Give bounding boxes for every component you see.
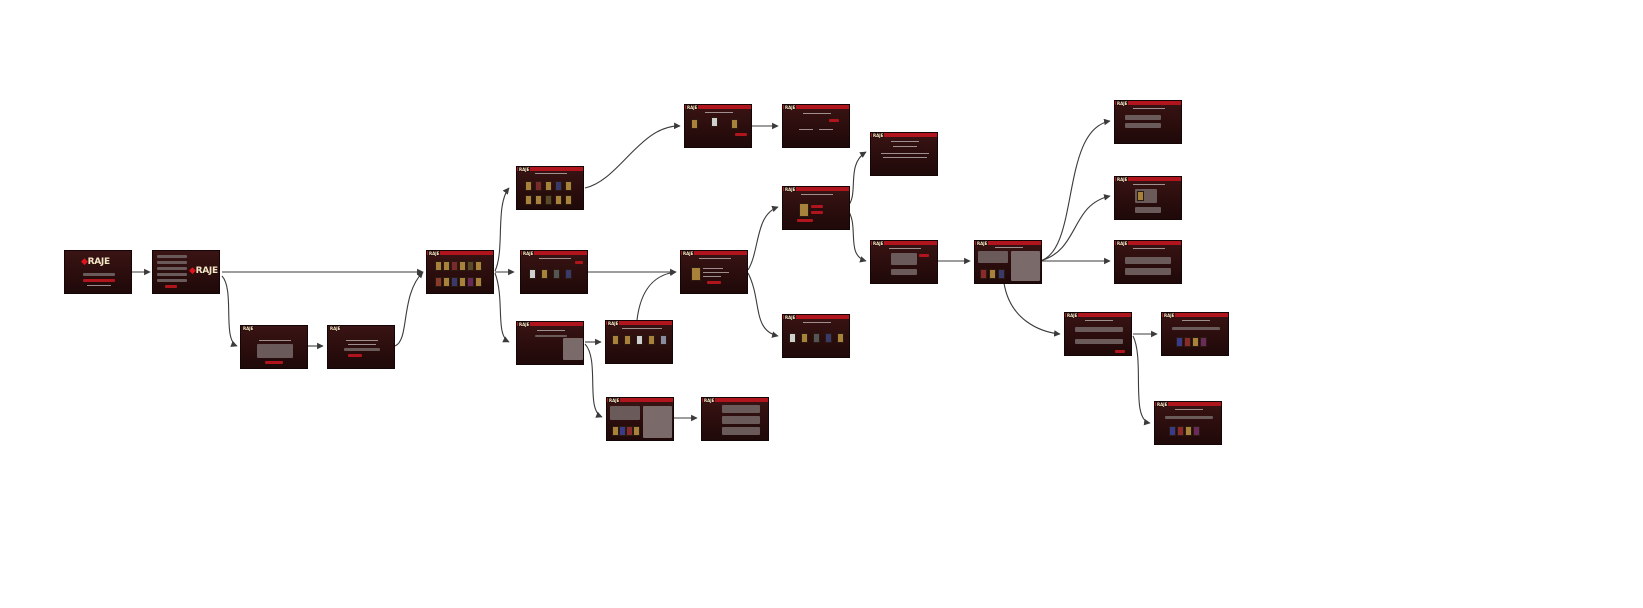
brand-tag: RAJE <box>608 398 621 403</box>
screen-results[interactable]: RAJE <box>605 320 673 364</box>
edge-settings-to-s2 <box>1132 335 1151 426</box>
raje-logo: ◆RAJE <box>81 257 110 267</box>
edge-home-to-genre <box>494 187 510 272</box>
screen-settings-a[interactable]: RAJE <box>1161 312 1229 356</box>
screen-genre[interactable]: RAJE <box>516 166 584 210</box>
screen-profile[interactable]: RAJE <box>974 240 1042 284</box>
edge-search-to-grid <box>584 343 603 418</box>
brand-tag: RAJE <box>1066 313 1079 318</box>
screen-settings[interactable]: RAJE <box>1064 312 1132 356</box>
brand-tag: RAJE <box>784 187 797 192</box>
brand-tag: RAJE <box>872 133 885 138</box>
screen-confirm[interactable]: RAJE <box>782 104 850 148</box>
screen-movie[interactable]: RAJE <box>680 250 748 294</box>
brand-tag: RAJE <box>976 241 989 246</box>
screen-browse[interactable]: RAJE <box>520 250 588 294</box>
edge-movie-to-posters <box>747 272 779 338</box>
brand-tag: RAJE <box>522 251 535 256</box>
brand-tag: RAJE <box>682 251 695 256</box>
brand-tag: RAJE <box>329 326 342 331</box>
screen-grid[interactable]: RAJE <box>606 397 674 441</box>
edge-movie-to-showtimes <box>747 205 779 271</box>
screen-settings-b[interactable]: RAJE <box>1154 401 1222 445</box>
brand-tag: RAJE <box>242 326 255 331</box>
screen-tickets-2[interactable]: RAJE <box>1114 176 1182 220</box>
brand-tag: RAJE <box>703 398 716 403</box>
edge-home-to-search <box>494 272 510 343</box>
screen-tickets-3[interactable]: RAJE <box>1114 240 1182 284</box>
edge-profile-to-t1 <box>1039 118 1111 262</box>
edge-genre-to-detail <box>584 122 681 189</box>
screen-home[interactable]: RAJE <box>426 250 494 294</box>
screen-info[interactable]: RAJE <box>870 132 938 176</box>
screen-seat[interactable]: RAJE <box>870 240 938 284</box>
brand-tag: RAJE <box>1116 101 1129 106</box>
brand-tag: RAJE <box>1116 241 1129 246</box>
login-button <box>83 279 115 282</box>
brand-tag: RAJE <box>784 315 797 320</box>
brand-tag: RAJE <box>872 241 885 246</box>
screen-verify[interactable]: RAJE <box>240 325 308 369</box>
edge-signup-to-verify <box>221 275 238 347</box>
brand-tag: RAJE <box>1156 402 1169 407</box>
screen-detail[interactable]: RAJE <box>684 104 752 148</box>
screen-list[interactable]: RAJE <box>701 397 769 441</box>
screen-tickets-1[interactable]: RAJE <box>1114 100 1182 144</box>
edge-profile-to-settings <box>1003 282 1061 337</box>
edge-verified-to-home <box>394 271 424 347</box>
brand-tag: RAJE <box>1116 177 1129 182</box>
screen-posters[interactable]: RAJE <box>782 314 850 358</box>
brand-tag: RAJE <box>518 322 531 327</box>
brand-tag: RAJE <box>1163 313 1176 318</box>
edge-profile-to-t2 <box>1039 194 1111 262</box>
screen-signup[interactable]: ◆RAJE <box>152 250 220 294</box>
screen-login[interactable]: ◆RAJE <box>64 250 132 294</box>
screen-showtimes[interactable]: RAJE <box>782 186 850 230</box>
raje-logo: ◆RAJE <box>189 266 218 276</box>
brand-tag: RAJE <box>518 167 531 172</box>
login-field <box>83 273 115 276</box>
brand-tag: RAJE <box>784 105 797 110</box>
screen-verified[interactable]: RAJE <box>327 325 395 369</box>
screen-search[interactable]: RAJE <box>516 321 584 365</box>
brand-tag: RAJE <box>428 251 441 256</box>
brand-tag: RAJE <box>686 105 699 110</box>
edge-results-to-movie <box>636 269 677 321</box>
brand-tag: RAJE <box>607 321 620 326</box>
